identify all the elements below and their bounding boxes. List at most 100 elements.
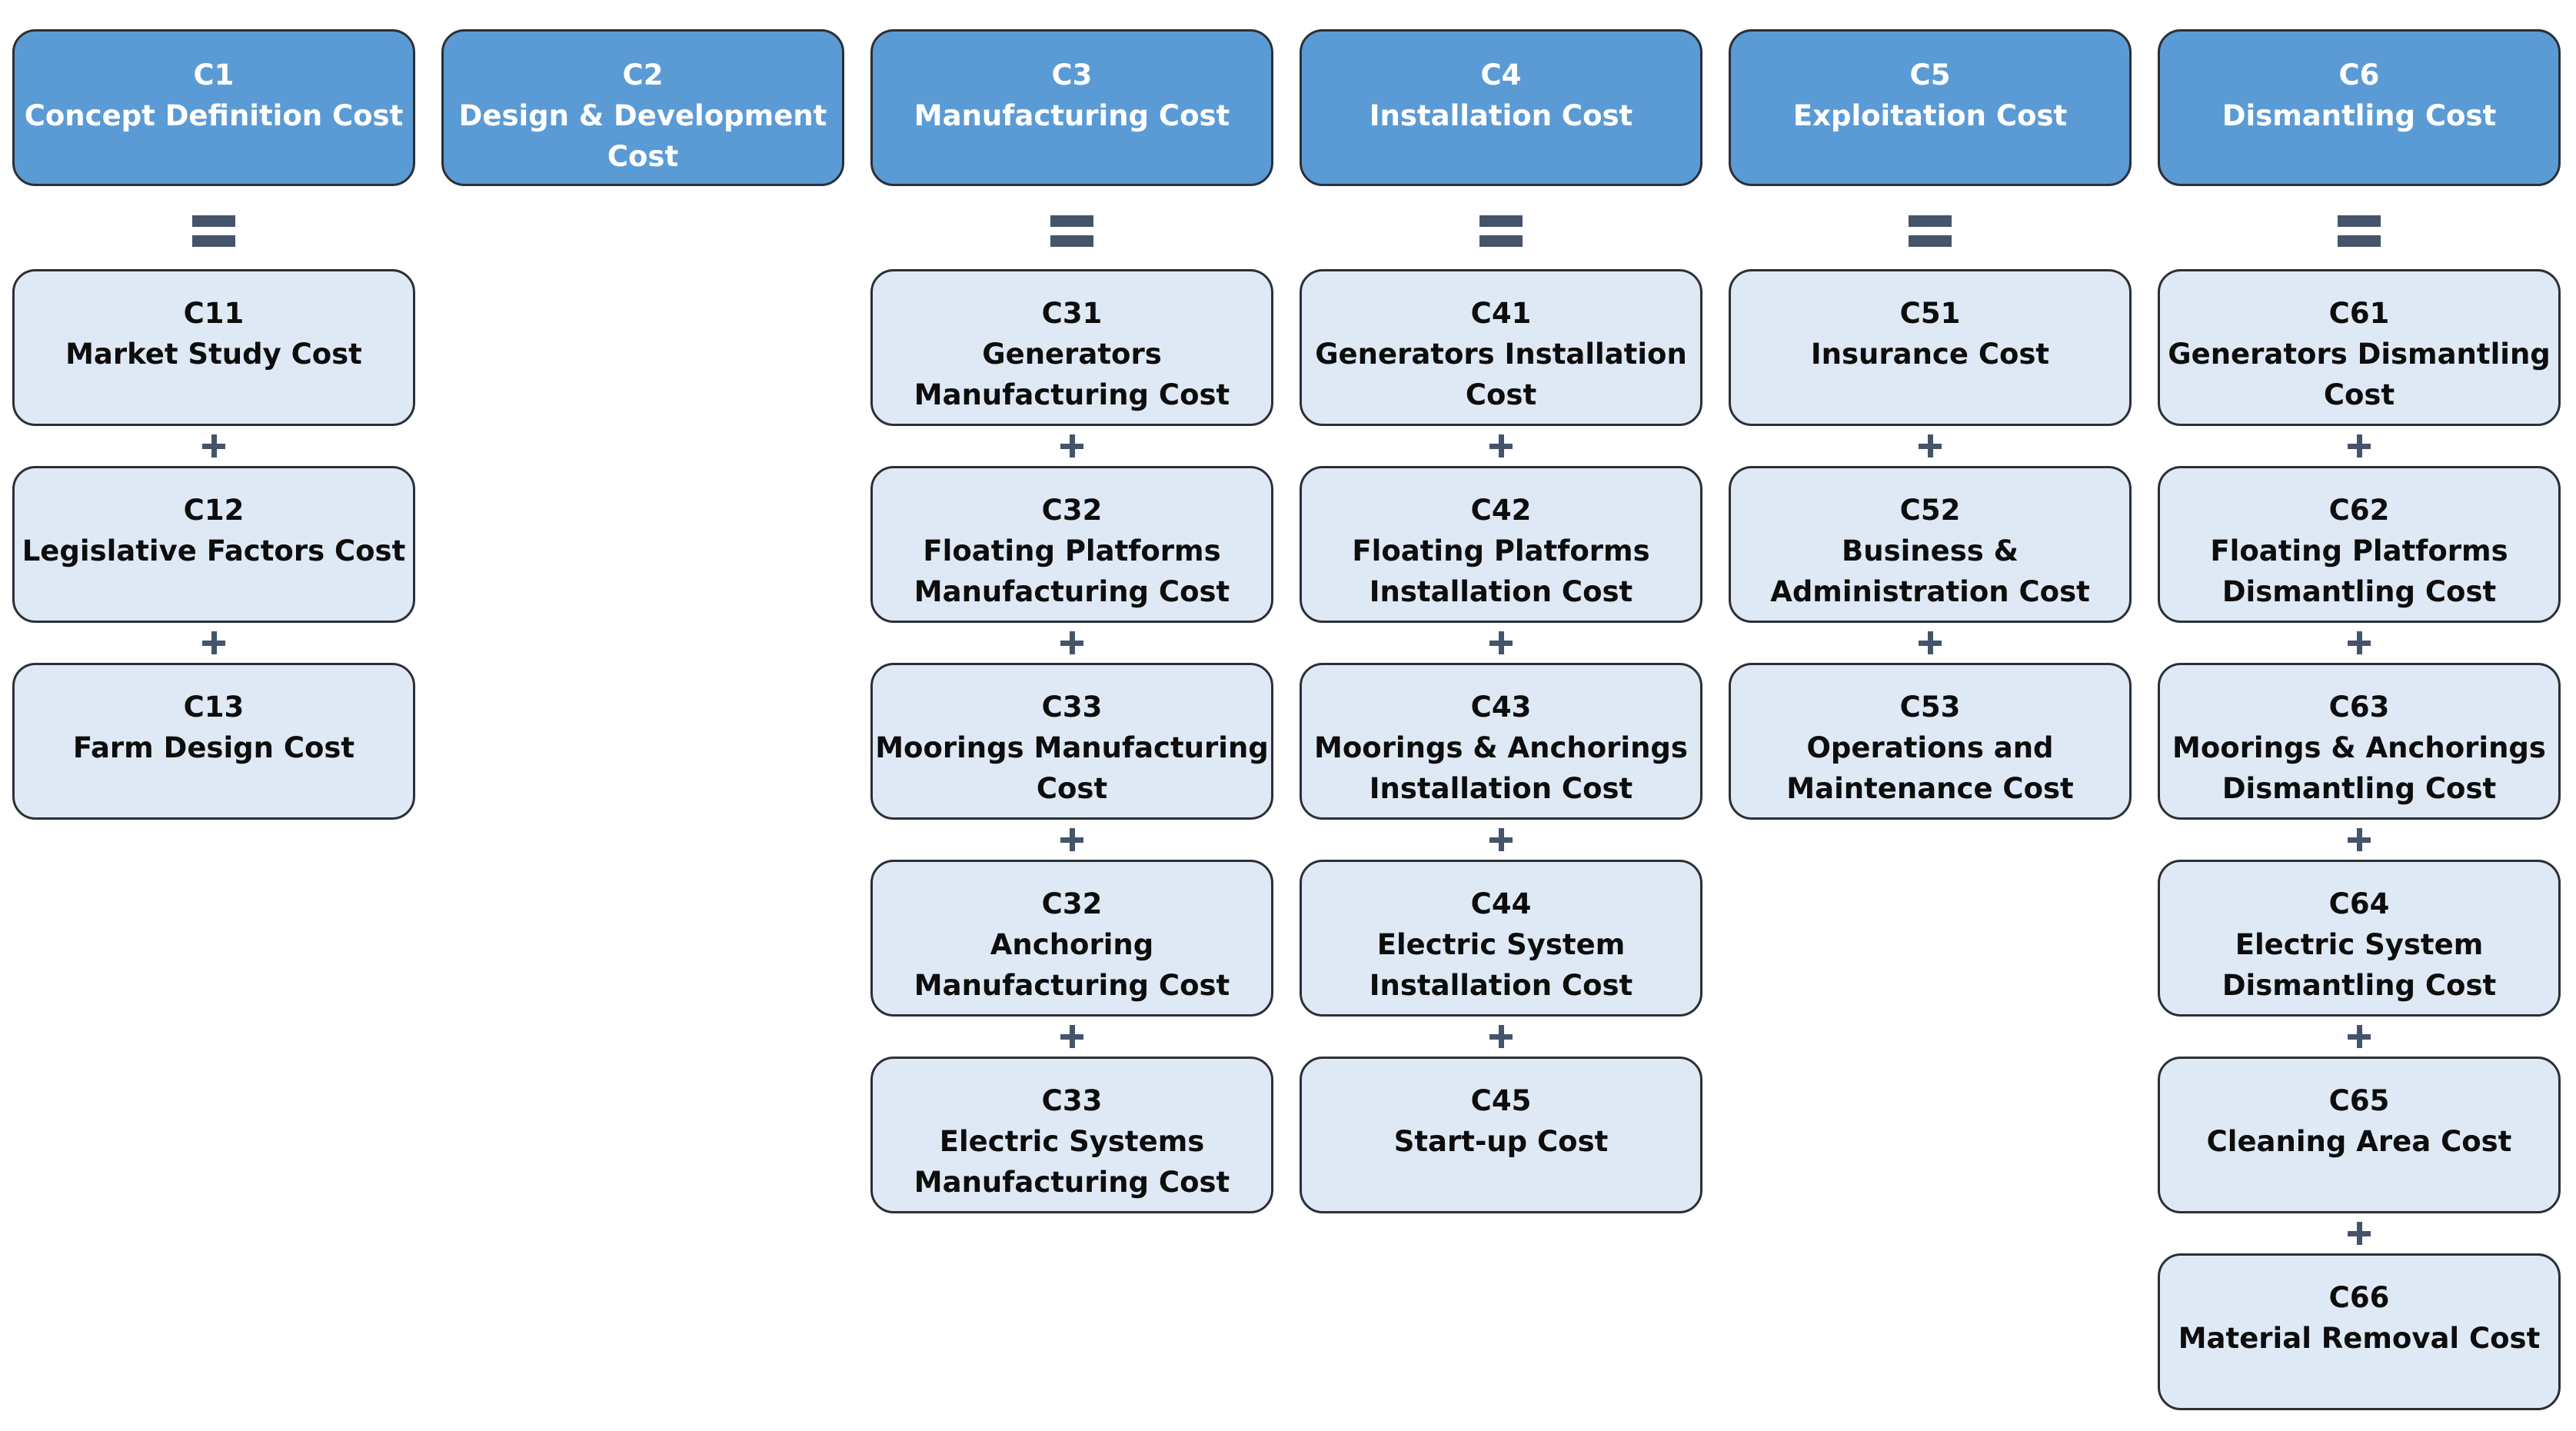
node-name: Generators Dismantling Cost <box>2168 338 2551 411</box>
node-code: C5 <box>1909 58 1951 92</box>
node-name: Legislative Factors Cost <box>22 534 406 567</box>
node-code: C4 <box>1480 58 1522 92</box>
node-name: Electric Systems Manufacturing Cost <box>914 1125 1230 1199</box>
node-name: Design & Development Cost <box>458 99 827 173</box>
equals-icon <box>1729 186 2132 269</box>
node-name: Insurance Cost <box>1810 338 2050 371</box>
node-code: C11 <box>183 297 245 330</box>
node-name: Floating Platforms Manufacturing Cost <box>914 534 1230 608</box>
plus-icon <box>870 1017 1273 1057</box>
node-code: C32 <box>1041 494 1103 527</box>
node-name: Farm Design Cost <box>72 731 355 764</box>
plus-icon <box>12 623 415 663</box>
plus-icon <box>870 426 1273 466</box>
node-code: C33 <box>1041 691 1103 724</box>
plus-icon <box>1300 820 1702 860</box>
plus-icon <box>2158 426 2561 466</box>
node-code: C42 <box>1470 494 1532 527</box>
plus-icon <box>1729 426 2132 466</box>
plus-icon <box>870 623 1273 663</box>
plus-icon <box>2158 1213 2561 1253</box>
node-name: Electric System Dismantling Cost <box>2222 928 2497 1002</box>
node-code: C53 <box>1899 691 1961 724</box>
node-code: C33 <box>1041 1084 1103 1117</box>
node-name: Start-up Cost <box>1393 1125 1609 1158</box>
plus-icon <box>1300 426 1702 466</box>
node-name: Business & Administration Cost <box>1770 534 2090 608</box>
node-code: C52 <box>1899 494 1961 527</box>
node-name: Manufacturing Cost <box>914 99 1230 132</box>
node-code: C61 <box>2328 297 2390 330</box>
node-code: C1 <box>193 58 235 92</box>
plus-icon <box>2158 1017 2561 1057</box>
node-code: C12 <box>183 494 245 527</box>
node-name: Moorings & Anchorings Installation Cost <box>1314 731 1688 805</box>
node-name: Concept Definition Cost <box>24 99 404 132</box>
node-code: C6 <box>2338 58 2380 92</box>
plus-icon <box>870 820 1273 860</box>
node-name: Generators Manufacturing Cost <box>914 338 1230 411</box>
node-code: C43 <box>1470 691 1532 724</box>
node-name: Anchoring Manufacturing Cost <box>914 928 1230 1002</box>
node-code: C32 <box>1041 887 1103 920</box>
node-code: C3 <box>1051 58 1093 92</box>
node-code: C62 <box>2328 494 2390 527</box>
node-name: Moorings Manufacturing Cost <box>875 731 1269 805</box>
node-code: C44 <box>1470 887 1532 920</box>
plus-icon <box>1300 1017 1702 1057</box>
node-code: C51 <box>1899 297 1961 330</box>
node-name: Generators Installation Cost <box>1315 338 1687 411</box>
plus-icon <box>12 426 415 466</box>
node-code: C41 <box>1470 297 1532 330</box>
node-code: C66 <box>2328 1281 2390 1314</box>
node-name: Exploitation Cost <box>1792 99 2068 132</box>
node-name: Electric System Installation Cost <box>1369 928 1633 1002</box>
node-code: C65 <box>2328 1084 2390 1117</box>
node-code: C2 <box>622 58 664 92</box>
